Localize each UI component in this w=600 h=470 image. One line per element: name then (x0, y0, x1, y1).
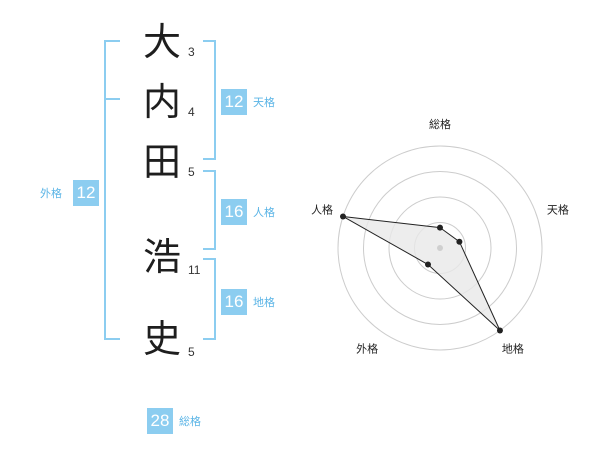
tenkaku-label: 天格 (253, 96, 275, 109)
chikaku-label: 地格 (253, 296, 275, 309)
name-char-4: 浩 (142, 235, 181, 279)
name-char-2: 内 (142, 80, 181, 124)
radar-data-points (339, 213, 503, 334)
radar-ring-3 (363, 171, 517, 325)
radar-point-1 (437, 224, 443, 231)
radar-grid (337, 145, 543, 351)
radar-center-dot (437, 245, 443, 251)
radar-axis-label: 外格 (356, 341, 378, 355)
stroke-count-1: 3 (188, 45, 195, 59)
name-char-5: 史 (142, 317, 181, 361)
radar-ring-2 (388, 196, 492, 300)
radar-point-3 (496, 327, 503, 334)
radar-axis-label: 人格 (311, 203, 333, 217)
stroke-count-2: 4 (188, 105, 195, 119)
stroke-count-3: 5 (188, 165, 195, 179)
soukaku-score: 28 (147, 408, 173, 434)
gaikaku-label-text: 外格 (40, 187, 62, 200)
radar-point-5 (339, 213, 346, 220)
radar-data-polygon (342, 215, 501, 331)
radar-axis-label: 地格 (502, 341, 524, 355)
jinkaku-score: 16 (221, 199, 247, 225)
tenkaku-score: 12 (221, 89, 247, 115)
radar-point-2 (456, 238, 463, 245)
name-char-3: 田 (142, 140, 181, 184)
stroke-count-4: 11 (188, 263, 201, 277)
radar-point-4 (425, 261, 432, 268)
radar-ring-4 (337, 145, 543, 351)
stroke-count-5: 5 (188, 345, 195, 359)
radar-axis-label: 天格 (547, 203, 569, 217)
name-char-1: 大 (142, 20, 181, 64)
jinkaku-label: 人格 (253, 206, 275, 219)
gaikaku-score: 12 (73, 180, 99, 206)
radar-axis-label: 総格 (429, 117, 451, 131)
soukaku-label: 総格 (179, 415, 201, 428)
chikaku-score: 16 (221, 289, 247, 315)
